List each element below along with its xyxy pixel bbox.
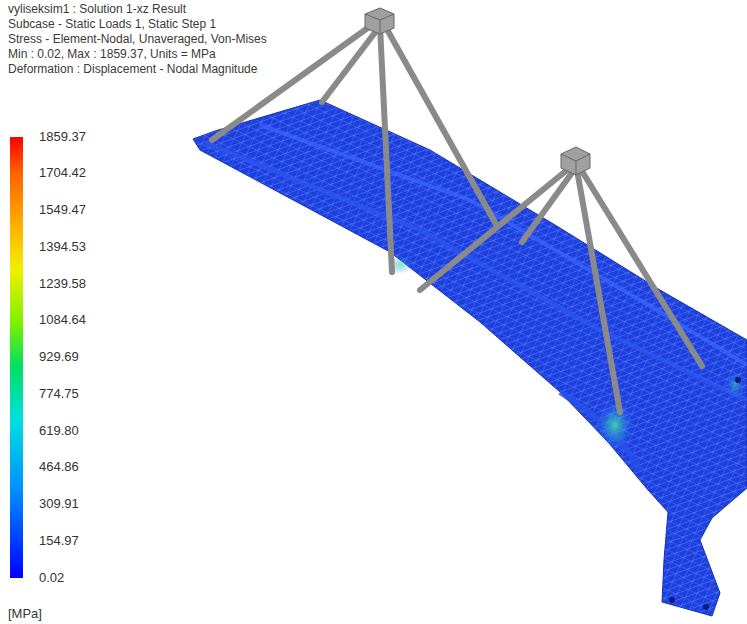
- scale-value: 619.80: [39, 424, 79, 439]
- scale-value: 0.02: [39, 571, 64, 586]
- color-bar: [10, 137, 23, 578]
- bolt-hole: [703, 604, 709, 610]
- part-rib: [260, 125, 747, 365]
- result-header: vyliseksim1 : Solution 1-xz Result: [8, 3, 186, 17]
- scale-value: 1239.58: [39, 277, 86, 292]
- load-cube: [561, 147, 590, 175]
- part-rib: [205, 143, 747, 400]
- bolt-hole: [669, 597, 675, 603]
- load-cube: [365, 8, 394, 34]
- result-header: Subcase - Static Loads 1, Static Step 1: [8, 18, 216, 32]
- part-rib: [560, 392, 640, 470]
- stress-hotspot: [725, 371, 745, 399]
- unit-label: [MPa]: [8, 607, 42, 622]
- stress-hotspot: [597, 401, 633, 449]
- scale-value: 774.75: [39, 387, 79, 402]
- scale-value: 1394.53: [39, 240, 86, 255]
- scale-value: 1704.42: [39, 166, 86, 181]
- result-header: Deformation : Displacement - Nodal Magni…: [8, 63, 257, 77]
- scale-value: 154.97: [39, 534, 79, 549]
- scale-value: 1859.37: [39, 130, 86, 145]
- scale-value: 309.91: [39, 497, 79, 512]
- scale-value: 1549.47: [39, 203, 86, 218]
- result-header: Stress - Element-Nodal, Unaveraged, Von-…: [8, 33, 267, 47]
- rigid-links: [212, 22, 702, 412]
- result-header: Min : 0.02, Max : 1859.37, Units = MPa: [8, 48, 216, 62]
- scale-value: 464.86: [39, 460, 79, 475]
- bolt-hole: [735, 377, 741, 383]
- scale-value: 929.69: [39, 350, 79, 365]
- scale-value: 1084.64: [39, 313, 86, 328]
